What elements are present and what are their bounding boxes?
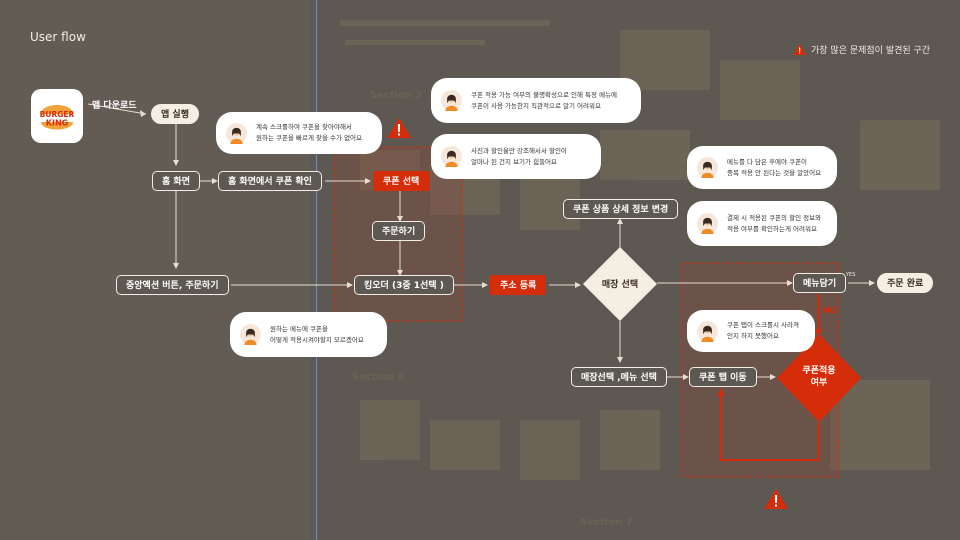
comment-line: 적용 여부를 확인하는게 어려워요 [727,224,817,233]
branch-yes: YES [846,272,856,278]
comment-line: 인지 하지 못했어요 [727,332,779,340]
legend: 가장 많은 문제점이 발견된 구간 [793,43,930,56]
logo-line-2: KING [46,119,68,128]
comment-line: 얼마나 된 건지 보기가 힘들어요 [471,157,558,166]
warning-icon [793,44,806,55]
legend-label: 가장 많은 문제점이 발견된 구간 [811,46,931,56]
comment-line: 원하는 쿠폰을 빠르게 찾을 수가 없어요 [256,134,363,142]
node-center-order: 중앙액션 버튼, 주문하기 [116,275,229,295]
node-coupon-tab: 쿠폰 탭 이동 [689,367,757,387]
node-home: 홈 화면 [152,171,200,191]
node-order-done: 주문 완료 [877,273,934,293]
bg-section-label-7: Section 7 [580,517,633,528]
branch-no: NO [823,306,837,315]
decision-coupon-apply [777,334,861,422]
bg-section-label-6: Section 6 [352,372,405,383]
comment-line: 중복 적용 안 된다는 것을 알았어요 [727,168,822,177]
comment-line: 원하는 메뉴에 쿠폰을 [270,324,328,333]
user-avatar-icon [697,213,718,234]
comment-line: 쿠폰 탭이 스크롤시 사라져 [727,321,799,329]
warning-icon [387,118,411,138]
comment-line: 쿠폰이 사용 가능한지 직관적으로 알기 어려워요 [471,101,601,110]
decision-store-select-label: 매장 선택 [601,280,639,290]
user-avatar-icon [226,122,247,144]
user-avatar-icon [240,324,261,345]
comment-line: 결제 시 적용된 쿠폰의 할인 정보와 [727,213,822,222]
comment-line: 쿠폰 적용 가능 여부의 불명확성으로 인해 특정 메뉴에 [471,90,618,99]
node-order: 주문하기 [372,221,426,241]
decision-coupon-apply-label: 쿠폰적용 여부 [802,366,836,388]
comment-line: 사진과 할인율만 강조해서서 할인이 [471,146,567,155]
node-home-coupon-check: 홈 화면에서 쿠폰 확인 [218,171,322,191]
node-coupon-detail: 쿠폰 상품 상세 정보 변경 [563,199,679,219]
comment-line: 메뉴를 다 담은 후에야 쿠폰이 [727,157,808,166]
user-avatar-icon [441,90,462,111]
decision-store-select [583,247,657,321]
node-app-launch: 앱 실행 [151,104,199,124]
comment-line: 계속 스크롤하여 쿠폰을 찾아야해서 [256,123,352,131]
node-address: 주소 등록 [490,275,547,295]
user-avatar-icon [697,157,718,178]
user-avatar-icon [697,320,718,342]
node-app-download: 앱 다운로드 [92,101,137,111]
node-store-menu-select: 매장선택 ,메뉴 선택 [571,367,667,387]
warning-icon [764,489,788,509]
comment-line: 어떻게 적용시켜야할지 모르겠어요 [270,335,364,344]
node-king-order: 킹오더 (3중 1선택 ) [354,275,454,295]
bg-section-label-2: Section 2 [370,90,423,101]
node-menu-cart: 메뉴담기 [793,273,847,293]
logo-line-1: BURGER [40,110,75,119]
page-title: User flow [30,30,86,44]
node-coupon-select: 쿠폰 선택 [373,171,430,191]
burger-king-logo: BURGER KING [31,89,83,143]
user-avatar-icon [441,146,462,167]
